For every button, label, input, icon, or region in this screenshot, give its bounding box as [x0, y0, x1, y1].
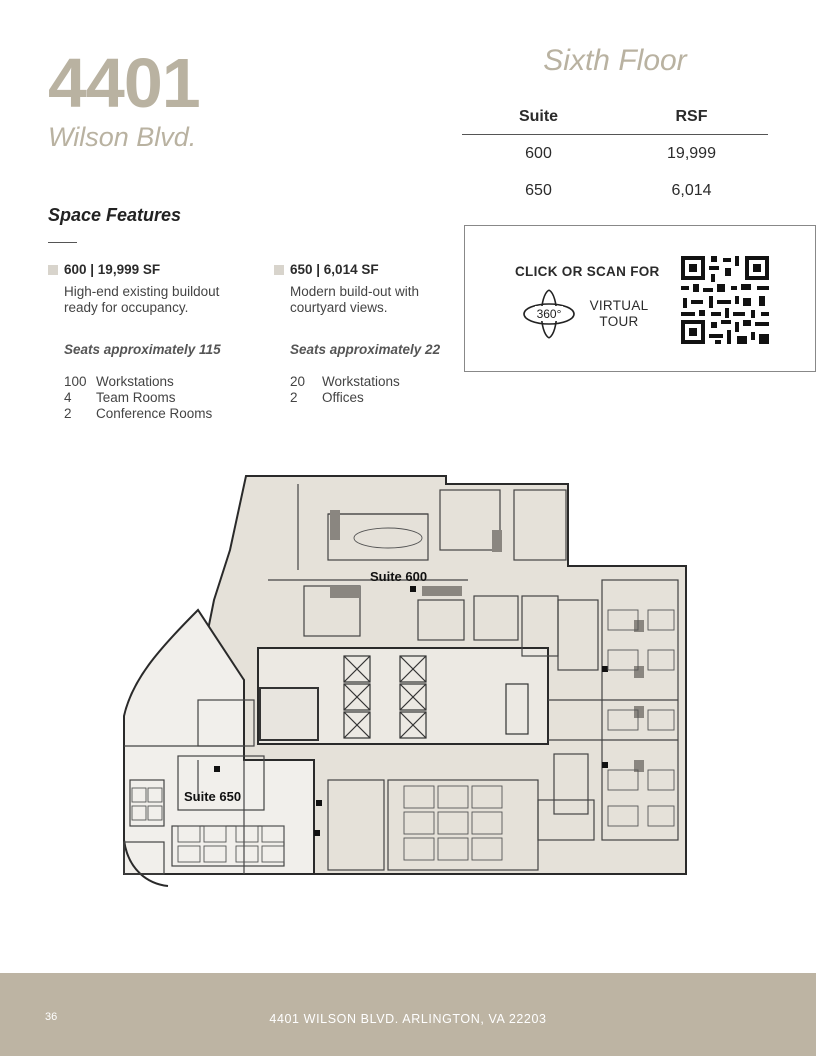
feature-items: 100 Workstations 4 Team Rooms 2 Conference … — [48, 374, 248, 422]
section-divider — [48, 242, 77, 243]
list-item: 100 Workstations — [64, 374, 248, 390]
page-number: 36 — [45, 1011, 58, 1023]
bullet-square-icon — [274, 265, 284, 275]
tour-label: TOUR — [599, 314, 639, 329]
space-features-title: Space Features — [48, 205, 182, 225]
feature-description: Modern build-out with courtyard views. — [290, 284, 420, 315]
rsf-cell: 6,014 — [671, 182, 712, 199]
item-qty: 20 — [290, 374, 306, 389]
column-header-rsf: RSF — [615, 106, 768, 135]
feature-suite-650: 650 | 6,014 SF Modern build-out with cou… — [274, 262, 474, 406]
suite-table-header: Suite RSF — [462, 106, 768, 135]
item-label: Team Rooms — [96, 390, 176, 405]
item-label: Conference Rooms — [96, 406, 213, 421]
qr-code-icon[interactable] — [681, 256, 769, 344]
360-badge: 360° — [537, 307, 562, 321]
suite-600-label: Suite 600 — [370, 569, 427, 584]
feature-heading: 650 | 6,014 SF — [290, 262, 379, 277]
item-qty: 4 — [64, 390, 72, 405]
360-rotate-icon: 360° — [523, 289, 575, 339]
feature-items: 20 Workstations 2 Offices — [274, 374, 474, 406]
footer: 36 4401 WILSON BLVD. ARLINGTON, VA 22203 — [0, 973, 816, 1056]
list-item: 20 Workstations — [290, 374, 474, 390]
list-item: 2 Offices — [290, 390, 474, 406]
item-label: Workstations — [96, 374, 174, 389]
item-qty: 2 — [290, 390, 298, 405]
table-row: 650 6,014 — [462, 172, 768, 209]
feature-description: High-end existing buildout ready for occ… — [64, 284, 220, 315]
bullet-square-icon — [48, 265, 58, 275]
feature-seats: Seats approximately 22 — [290, 342, 441, 357]
virtual-label: VIRTUAL — [589, 298, 649, 313]
item-label: Offices — [322, 390, 364, 405]
suite-650-area — [123, 608, 315, 875]
suite-cell: 600 — [525, 145, 552, 162]
list-item: 4 Team Rooms — [64, 390, 248, 406]
suite-table: Suite RSF 600 19,999 650 6,014 — [462, 106, 768, 209]
column-header-suite: Suite — [462, 106, 615, 135]
feature-suite-600: 600 | 19,999 SF High-end existing buildo… — [48, 262, 248, 422]
virtual-tour-text: VIRTUAL TOUR — [577, 298, 661, 330]
item-qty: 100 — [64, 374, 87, 389]
virtual-tour-title: CLICK OR SCAN FOR — [515, 264, 660, 279]
floor-plan: Suite 600 Suite 650 — [123, 475, 687, 887]
item-label: Workstations — [322, 374, 400, 389]
floor-title: Sixth Floor — [543, 44, 687, 77]
virtual-tour-box[interactable]: CLICK OR SCAN FOR 360° VIRTUAL TOUR — [464, 225, 816, 372]
building-street: Wilson Blvd. — [48, 122, 197, 152]
feature-seats: Seats approximately 115 — [64, 342, 221, 357]
list-item: 2 Conference Rooms — [64, 406, 248, 422]
suite-cell: 650 — [525, 182, 552, 199]
table-row: 600 19,999 — [462, 135, 768, 173]
building-number: 4401 — [48, 44, 201, 122]
suite-650-label: Suite 650 — [184, 789, 241, 804]
rsf-cell: 19,999 — [667, 145, 716, 162]
item-qty: 2 — [64, 406, 72, 421]
feature-heading: 600 | 19,999 SF — [64, 262, 161, 277]
footer-address: 4401 WILSON BLVD. ARLINGTON, VA 22203 — [269, 1012, 547, 1026]
